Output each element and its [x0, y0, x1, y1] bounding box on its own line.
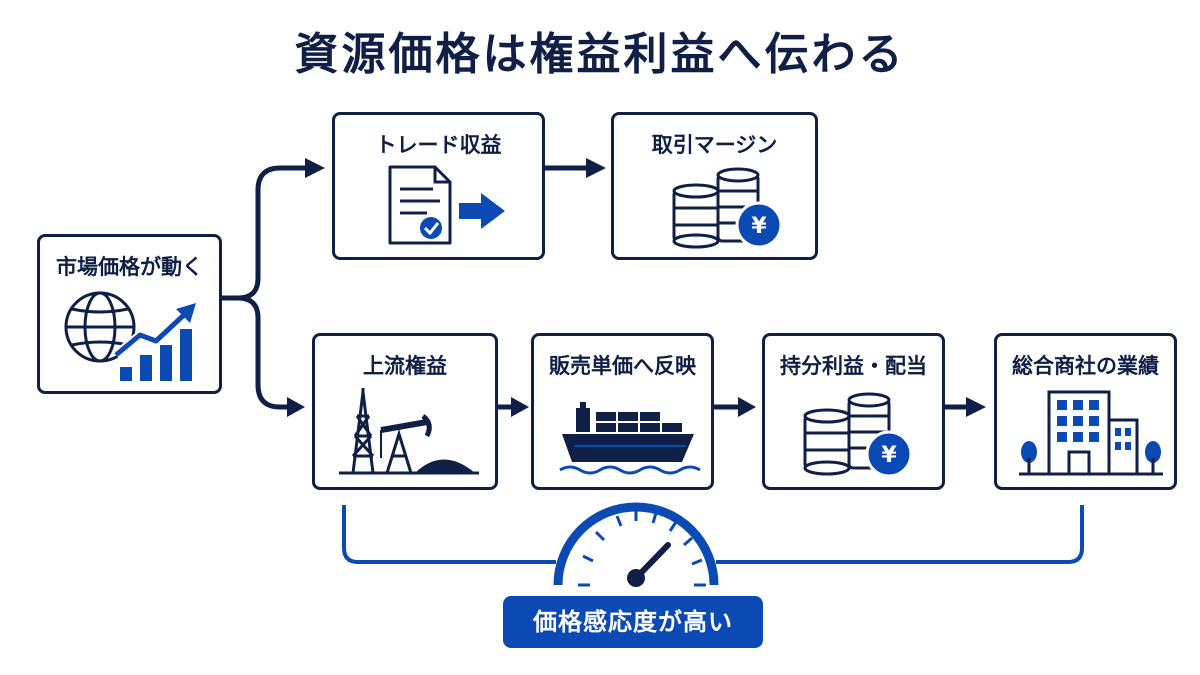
trading-margin-label: 取引マージン [651, 133, 778, 157]
equity-profit-box: 持分利益・配当 ¥ [762, 333, 945, 490]
arrow-to-trade [305, 158, 325, 178]
cargo-ship-icon [559, 402, 701, 475]
market-price-label: 市場価格が動く [56, 255, 203, 279]
branch-connector [222, 165, 312, 301]
upstream-interest-label: 上流権益 [363, 354, 447, 378]
price-sensitivity-badge: 価格感応度が高い [503, 596, 763, 648]
arrow-to-upstream [287, 397, 305, 417]
market-price-box: 市場価格が動く [37, 234, 222, 394]
arrow-to-equity [738, 397, 756, 417]
page-title: 資源価格は権益利益へ伝わる [294, 29, 906, 80]
office-building-icon [1019, 390, 1163, 476]
yen-symbol: ¥ [751, 214, 767, 239]
equity-profit-label: 持分利益・配当 [780, 354, 927, 378]
arrow-to-results [966, 397, 986, 417]
trade-revenue-box: トレード収益 [332, 112, 545, 260]
coins-yen-icon: ¥ [803, 392, 913, 478]
arrow-to-sales [511, 397, 529, 417]
trading-margin-box: 取引マージン ¥ [611, 112, 818, 260]
sales-price-label: 販売単価へ反映 [549, 354, 696, 378]
trading-company-results-label: 総合商社の業績 [1012, 354, 1159, 378]
arrow-to-margin [586, 158, 606, 178]
coins-yen-icon: ¥ [672, 167, 783, 249]
document-arrow-icon [388, 165, 505, 245]
sales-price-box: 販売単価へ反映 [531, 333, 714, 490]
trading-company-results-box: 総合商社の業績 [994, 333, 1177, 490]
yen-symbol: ¥ [881, 443, 897, 468]
upstream-interest-box: 上流権益 [312, 333, 498, 490]
sensitivity-bracket [342, 505, 556, 564]
globe-rising-chart-icon [64, 291, 196, 381]
speedometer-icon [553, 502, 719, 587]
oil-rig-pumpjack-icon [339, 388, 479, 475]
trade-revenue-label: トレード収益 [375, 133, 502, 157]
